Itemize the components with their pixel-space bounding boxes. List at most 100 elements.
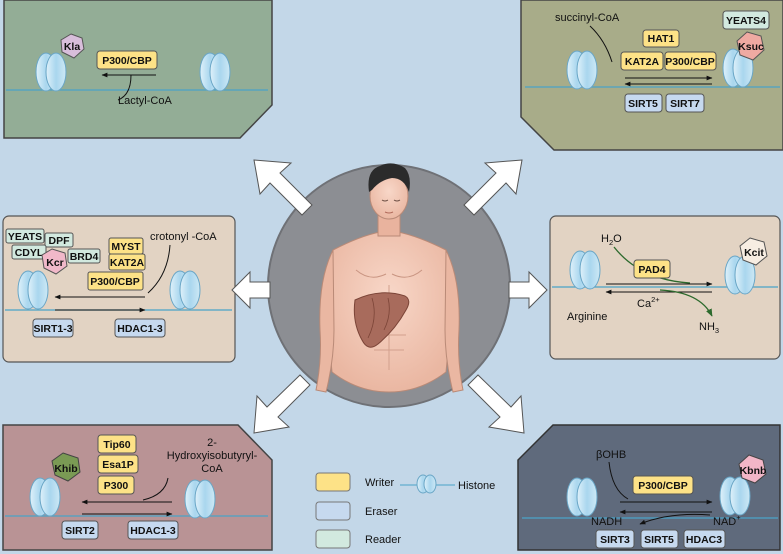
reader-box	[722, 10, 770, 30]
substrate-label: succinyl-CoA	[555, 12, 620, 24]
eraser-box	[32, 318, 74, 338]
writer-label: P300/CBP	[665, 56, 715, 68]
legend-writer-label: Writer	[365, 477, 394, 489]
arrow-icon	[231, 270, 271, 310]
legend-writer-swatch	[315, 472, 351, 492]
mark-khib-badge	[51, 452, 81, 482]
arrow-icon	[463, 159, 523, 216]
panel-khib: Khib Tip60 Esa1P P300 2- Hydroxyisobutyr…	[2, 424, 273, 551]
legend-reader-swatch	[315, 529, 351, 549]
histone-icon	[569, 250, 601, 290]
arrows-outward	[231, 159, 548, 434]
histone-icon	[566, 477, 598, 517]
arrow-icon	[253, 374, 311, 434]
substrate-line-3: CoA	[201, 463, 223, 475]
eraser-box	[114, 318, 166, 338]
histone-icon	[29, 477, 61, 517]
reader-box	[67, 248, 101, 264]
writer-box	[642, 29, 680, 48]
reader-label: DPF	[49, 235, 71, 247]
reader-label: YEATS4	[726, 15, 766, 27]
writer-label: P300/CBP	[102, 55, 152, 67]
mark-kcr-badge	[41, 248, 68, 275]
panel-ksuc-bg	[520, 0, 783, 151]
writer-label: P300	[104, 480, 129, 492]
legend-eraser-swatch	[315, 501, 351, 521]
arrow-icon	[639, 513, 711, 525]
histone-icon	[724, 255, 756, 295]
writer-label: KAT2A	[625, 56, 660, 68]
histone-icon	[184, 479, 216, 519]
writer-label: P300/CBP	[90, 276, 140, 288]
arrow-icon	[253, 159, 313, 216]
histone-icon	[35, 52, 67, 92]
panel-kbnb: Kbnb βOHB P300/CBP NADH NAD+ SIRT3 SIRT5…	[517, 424, 781, 551]
histone-icon	[566, 50, 598, 90]
writer-label: P300/CBP	[638, 480, 688, 492]
arrow-icon	[467, 374, 525, 434]
writer-box	[632, 475, 694, 495]
liver-icon	[353, 292, 410, 348]
mark-kla-badge	[60, 33, 85, 59]
writer-box	[664, 51, 717, 71]
reader-label: BRD4	[70, 251, 99, 263]
writer-box	[97, 475, 135, 495]
writer-box	[108, 253, 146, 271]
eraser-label: HDAC1-3	[130, 525, 176, 537]
writer-box	[87, 271, 144, 291]
mark-khib-label: Khib	[54, 463, 77, 475]
mark-kla-label: Kla	[64, 41, 81, 53]
calcium-label: Ca2+	[637, 295, 660, 310]
eraser-box	[624, 93, 663, 113]
mark-kcit-badge	[739, 237, 768, 266]
nadh-label: NADH	[591, 516, 622, 528]
eraser-label: SIRT5	[644, 534, 674, 546]
legend-eraser-label: Eraser	[365, 506, 398, 518]
substrate-line-1: 2-	[207, 437, 217, 449]
mark-ksuc-label: Ksuc	[738, 41, 764, 53]
substrate-label: Lactyl-CoA	[118, 95, 172, 107]
legend-reader-label: Reader	[365, 534, 401, 546]
eraser-label: SIRT5	[628, 98, 658, 110]
eraser-box	[127, 520, 179, 540]
writer-label: KAT2A	[110, 257, 145, 269]
histone-icon	[719, 476, 751, 516]
writer-label: Esa1P	[102, 459, 134, 471]
eraser-label: HDAC3	[686, 534, 722, 546]
histone-icon	[199, 52, 231, 92]
eraser-box	[640, 529, 679, 549]
eraser-box	[61, 520, 99, 540]
substrate-line-2: Hydroxyisobutyryl-	[167, 450, 258, 462]
eraser-label: SIRT7	[670, 98, 700, 110]
eraser-label: SIRT3	[600, 534, 630, 546]
writer-label: HAT1	[648, 33, 675, 45]
reader-box	[44, 232, 74, 248]
arrow-icon	[659, 289, 713, 317]
panel-kla: Kla P300/CBP Lactyl-CoA	[3, 0, 273, 139]
panel-kcr: YEATS DPF CDYL BRD4 Kcr MYST KAT2A P300/…	[2, 215, 236, 363]
writer-box	[97, 434, 137, 454]
histone-icon	[169, 270, 201, 310]
eraser-box	[665, 93, 705, 113]
writer-box	[620, 51, 664, 71]
reader-label: YEATS	[8, 231, 42, 243]
arrow-icon	[508, 270, 548, 310]
writer-label: Tip60	[103, 439, 130, 451]
eraser-box	[595, 529, 635, 549]
mark-ksuc-badge	[736, 31, 765, 61]
eraser-label: SIRT2	[65, 525, 95, 537]
reader-box	[5, 228, 45, 244]
nh3-label: NH3	[699, 321, 719, 335]
reader-label: CDYL	[15, 247, 44, 259]
nad-label: NAD+	[713, 513, 741, 528]
panel-kcit: Kcit H2O PAD4 Ca2+ Arginine NH3	[549, 215, 781, 360]
mark-kcr-label: Kcr	[46, 257, 64, 269]
h2o-label: H2O	[601, 233, 622, 247]
legend: Writer Eraser Reader Histone	[315, 472, 495, 549]
mark-kbnb-label: Kbnb	[740, 465, 767, 477]
panel-ksuc: succinyl-CoA HAT1 KAT2A P300/CBP SIRT5 S…	[520, 0, 783, 151]
eraser-label: HDAC1-3	[117, 323, 163, 335]
writer-label: MYST	[111, 241, 141, 253]
mark-kcit-label: Kcit	[744, 247, 764, 259]
